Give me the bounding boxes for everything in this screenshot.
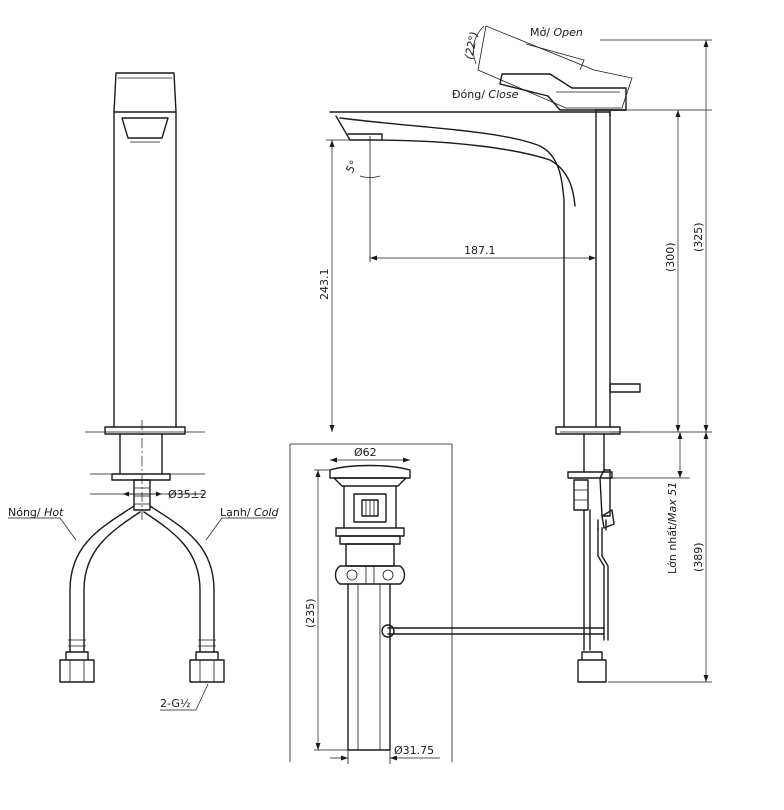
drain-pipe-diameter: Ø31.75	[394, 744, 434, 757]
lever-angle-label: (22°)	[462, 30, 481, 60]
side-base	[555, 426, 621, 435]
cold-label: Lạnh/ Cold	[220, 506, 279, 519]
front-body	[113, 111, 177, 428]
drain-view: Ø62 (235) Ø31.75	[289, 443, 453, 764]
front-base	[104, 426, 186, 435]
drain-tail-pipe	[347, 583, 391, 751]
cold-fitting	[189, 651, 225, 683]
drain-cap	[329, 464, 411, 479]
front-view: Ø35±2 Nóng/ Hot Lạnh/ Cold 2-G½	[8, 72, 279, 711]
close-label: Đóng/ Close	[452, 88, 519, 101]
drain-lift-rod	[387, 627, 605, 635]
reach-dimension: 187.1	[464, 244, 496, 257]
side-view: (22°) Mở/ Open Đóng/ Close	[318, 25, 712, 683]
drain-nut	[334, 565, 406, 585]
side-fitting	[577, 651, 607, 683]
drain-body	[335, 485, 405, 537]
spout-angle-label: 5°	[343, 158, 361, 175]
open-label: Mở/ Open	[530, 26, 583, 39]
hose-length-dimension: (389)	[692, 542, 705, 572]
open-lever-outline	[477, 25, 633, 109]
spout	[329, 111, 611, 428]
max-depth-dimension: Lớn nhất/Max 51	[666, 482, 679, 574]
spout-height-dimension: 243.1	[318, 269, 331, 301]
front-mount-nut	[133, 479, 151, 511]
hot-label: Nóng/ Hot	[8, 506, 64, 519]
drain-view-frame	[289, 443, 453, 762]
hot-fitting	[59, 651, 95, 683]
cold-hose	[149, 505, 215, 653]
total-height-dimension: (325)	[692, 222, 705, 252]
hot-hose	[69, 505, 135, 653]
hole-diameter-label: Ø35±2	[168, 488, 207, 501]
side-body	[595, 109, 611, 428]
drain-length-dimension: (235)	[304, 598, 317, 628]
thread-label: 2-G½	[160, 697, 191, 710]
body-height-dimension: (300)	[664, 242, 677, 272]
side-hose	[583, 509, 591, 651]
front-lever-handle	[113, 72, 177, 113]
pop-up-rod-knob	[609, 383, 641, 393]
drain-top-diameter: Ø62	[354, 446, 377, 459]
